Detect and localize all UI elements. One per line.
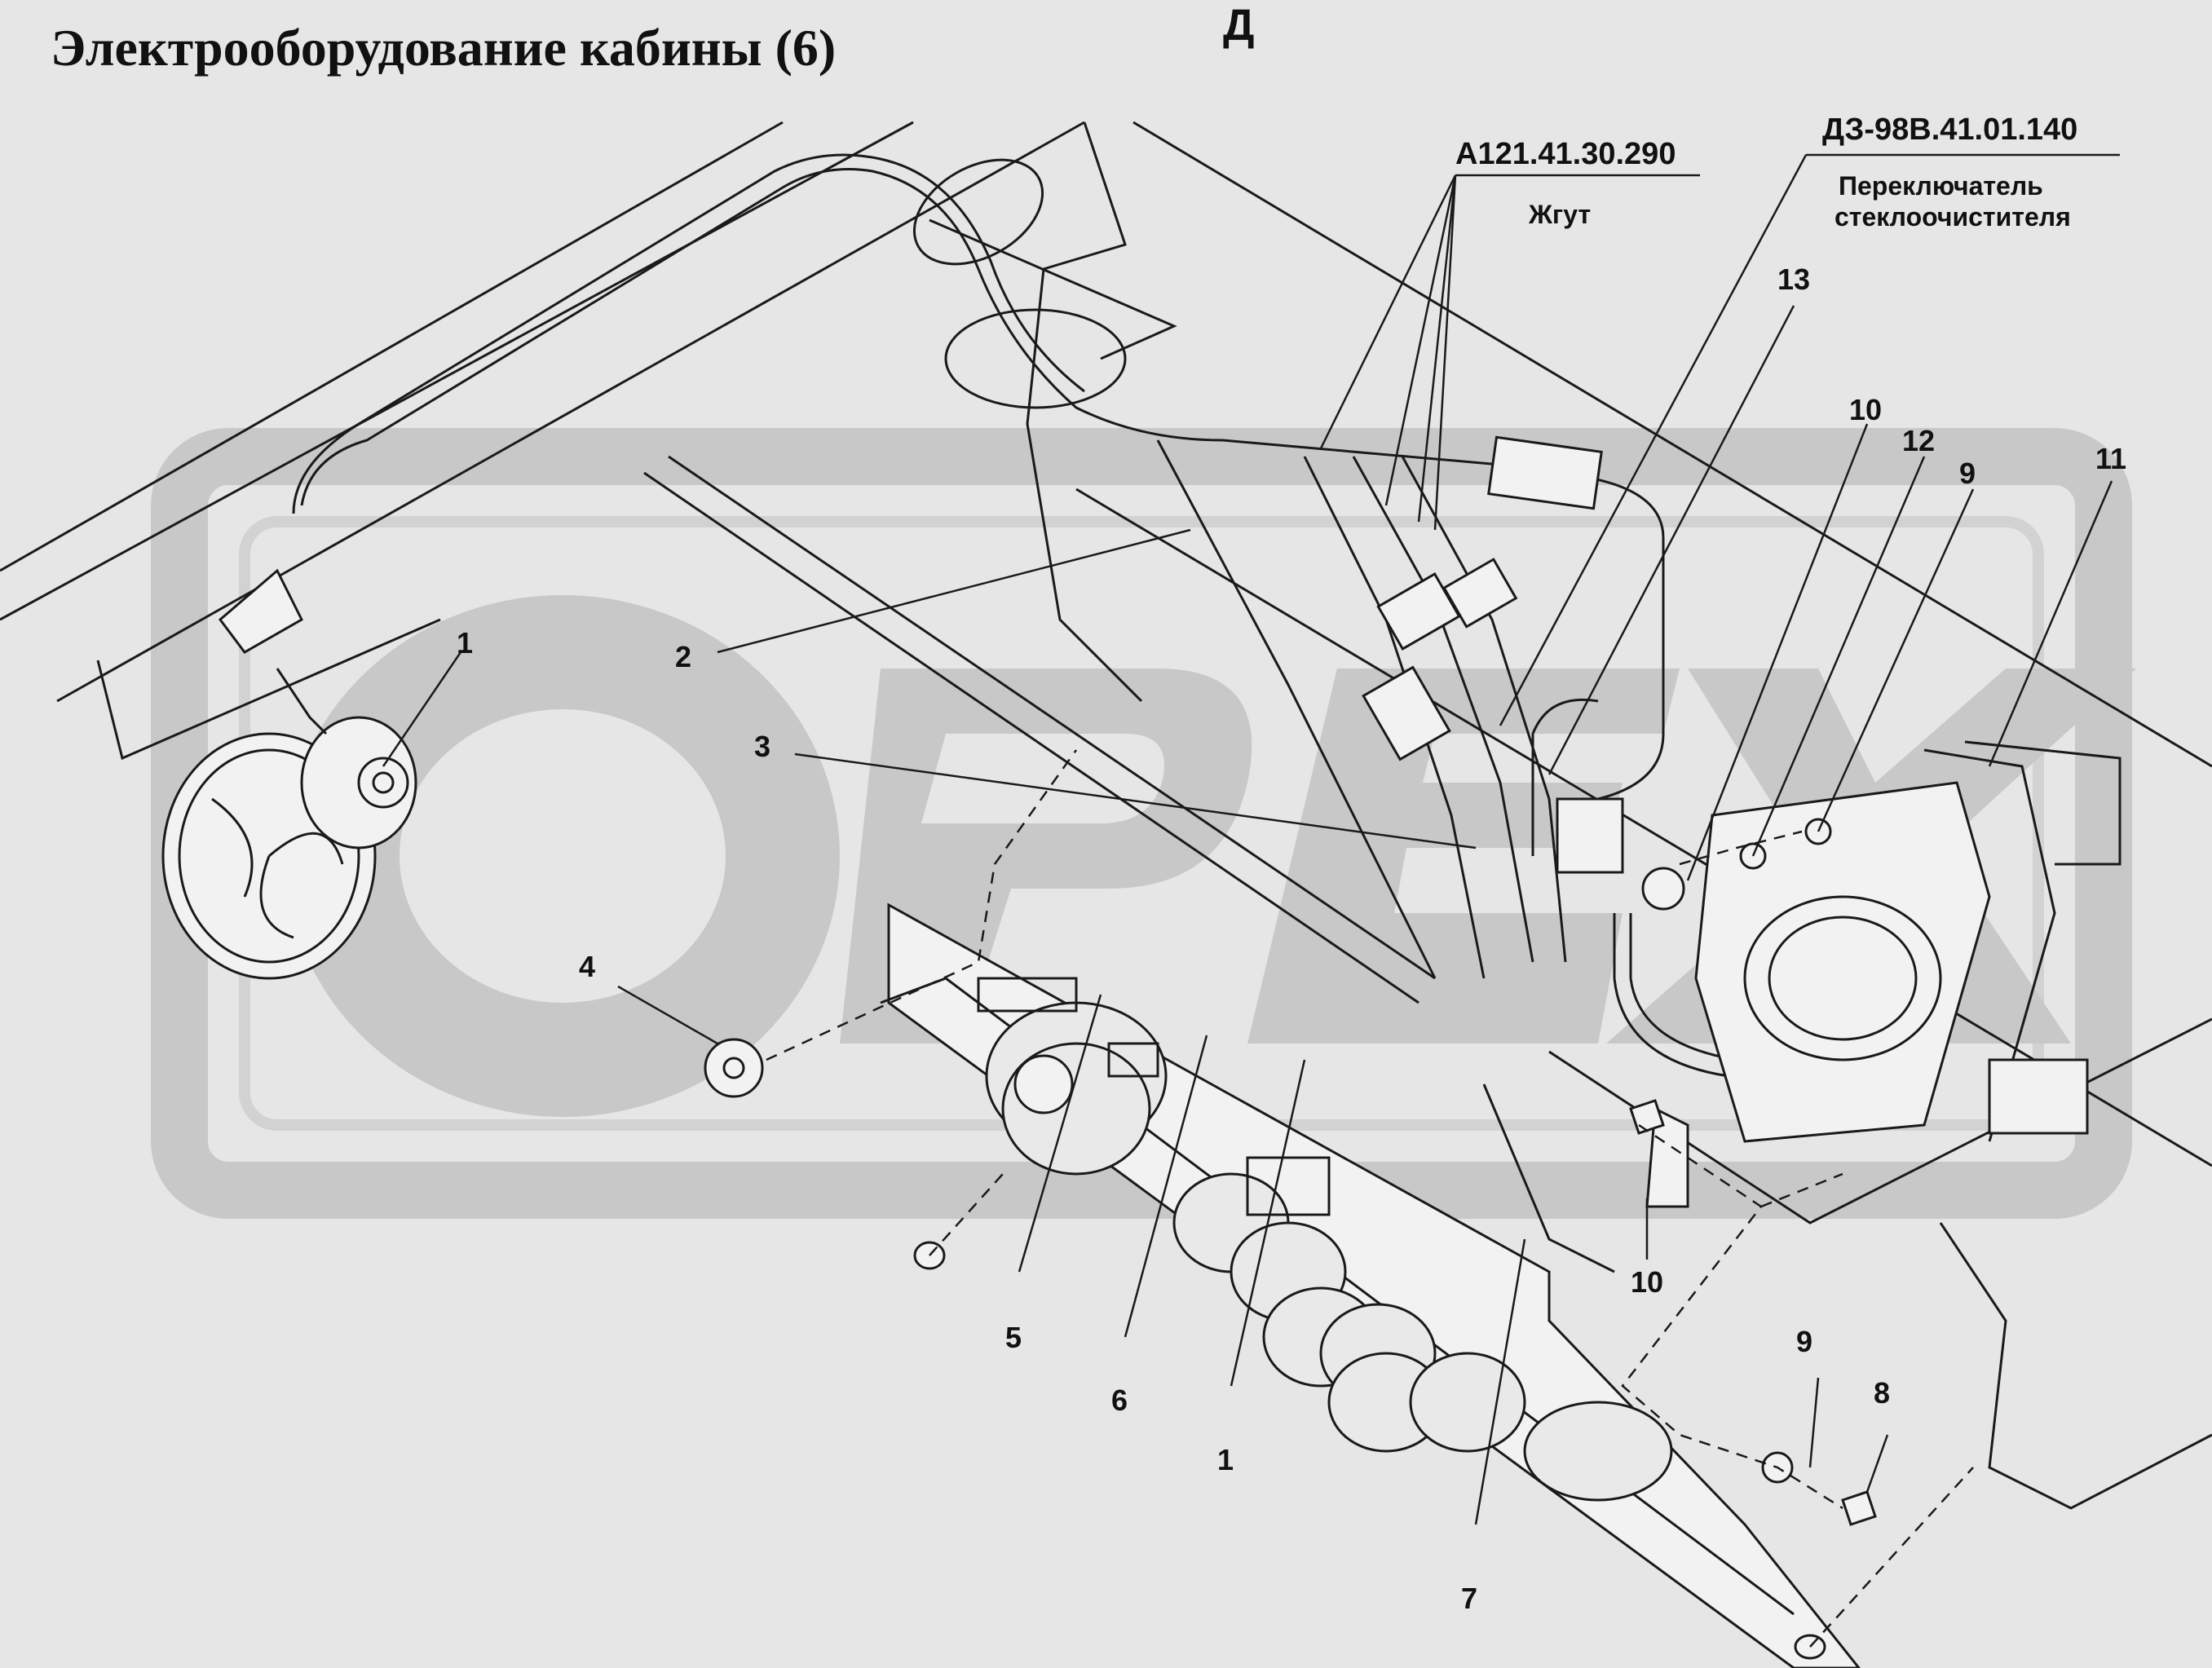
fan-assembly xyxy=(161,568,417,980)
wiper-switch-assembly xyxy=(1629,740,2121,1526)
callout-5: 5 xyxy=(1005,1321,1022,1354)
cab-structure-lines xyxy=(0,121,2212,1510)
callout-1-panel: 1 xyxy=(1217,1443,1234,1476)
switch-part-name-line1: Переключатель xyxy=(1839,171,2043,201)
harness-part-name: Жгут xyxy=(1529,200,1592,229)
callout-7: 7 xyxy=(1461,1582,1478,1615)
callout-10-upper: 10 xyxy=(1849,393,1883,426)
callout-1-fan: 1 xyxy=(457,626,474,660)
assembly-dashed-lines xyxy=(766,749,1974,1648)
callout-4: 4 xyxy=(579,950,596,983)
page-title: Электрооборудование кабины (6) xyxy=(51,19,837,77)
switch-part-name-line2: стеклоочистителя xyxy=(1835,202,2071,232)
harness-part-code: А121.41.30.290 xyxy=(1455,137,1676,171)
callout-11: 11 xyxy=(2095,442,2127,475)
view-letter-label: Д xyxy=(1223,1,1255,50)
callout-2: 2 xyxy=(675,640,692,673)
callout-9-upper: 9 xyxy=(1959,457,1976,490)
callout-13: 13 xyxy=(1777,263,1811,296)
callout-12: 12 xyxy=(1902,424,1936,457)
switch-part-code: ДЗ-98В.41.01.140 xyxy=(1822,113,2078,147)
connectors xyxy=(1362,435,1624,874)
callout-9-lower: 9 xyxy=(1796,1325,1813,1358)
harness-cable xyxy=(292,153,1795,1086)
callout-6: 6 xyxy=(1111,1383,1128,1417)
callout-10-lower: 10 xyxy=(1631,1265,1664,1299)
callout-3: 3 xyxy=(754,730,771,763)
callout-8: 8 xyxy=(1874,1376,1891,1410)
leader-lines xyxy=(382,153,2120,1525)
